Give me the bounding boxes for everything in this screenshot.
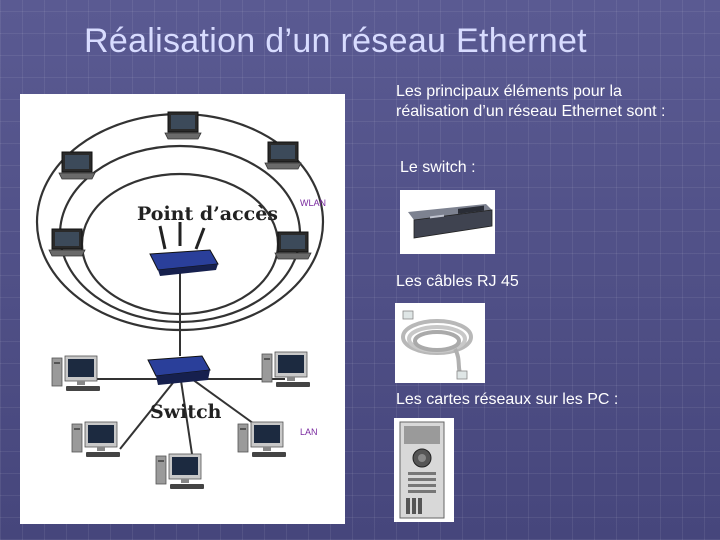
switch-photo (400, 190, 495, 254)
pc-case-photo (394, 418, 454, 522)
wlan-label: WLAN (300, 198, 326, 208)
access-point-icon (149, 222, 219, 276)
desktop-computer-icon (155, 453, 205, 490)
laptop-icon (164, 111, 202, 140)
laptop-icon (48, 228, 86, 257)
lan-label: LAN (300, 427, 318, 437)
network-diagram: Point d’accès WLAN Switch LAN (20, 94, 345, 524)
network-cards-heading: Les cartes réseaux sur les PC : (396, 391, 619, 408)
access-point-label: Point d’accès (137, 203, 278, 225)
cables-heading: Les câbles RJ 45 (396, 273, 519, 290)
laptop-icon (274, 231, 312, 260)
desktop-computer-icon (71, 421, 121, 458)
slide-title: Réalisation d’un réseau Ethernet (84, 22, 587, 60)
desktop-computer-icon (237, 421, 287, 458)
intro-text: Les principaux éléments pour la réalisat… (396, 83, 666, 120)
desktop-computer-icon (51, 355, 101, 392)
laptop-icon (264, 141, 302, 170)
desktop-computer-icon (261, 351, 311, 388)
switch-label: Switch (150, 401, 222, 423)
laptop-icon (58, 151, 96, 180)
switch-heading: Le switch : (400, 159, 476, 176)
rj45-cable-photo (395, 303, 485, 383)
switch-icon (147, 355, 211, 385)
